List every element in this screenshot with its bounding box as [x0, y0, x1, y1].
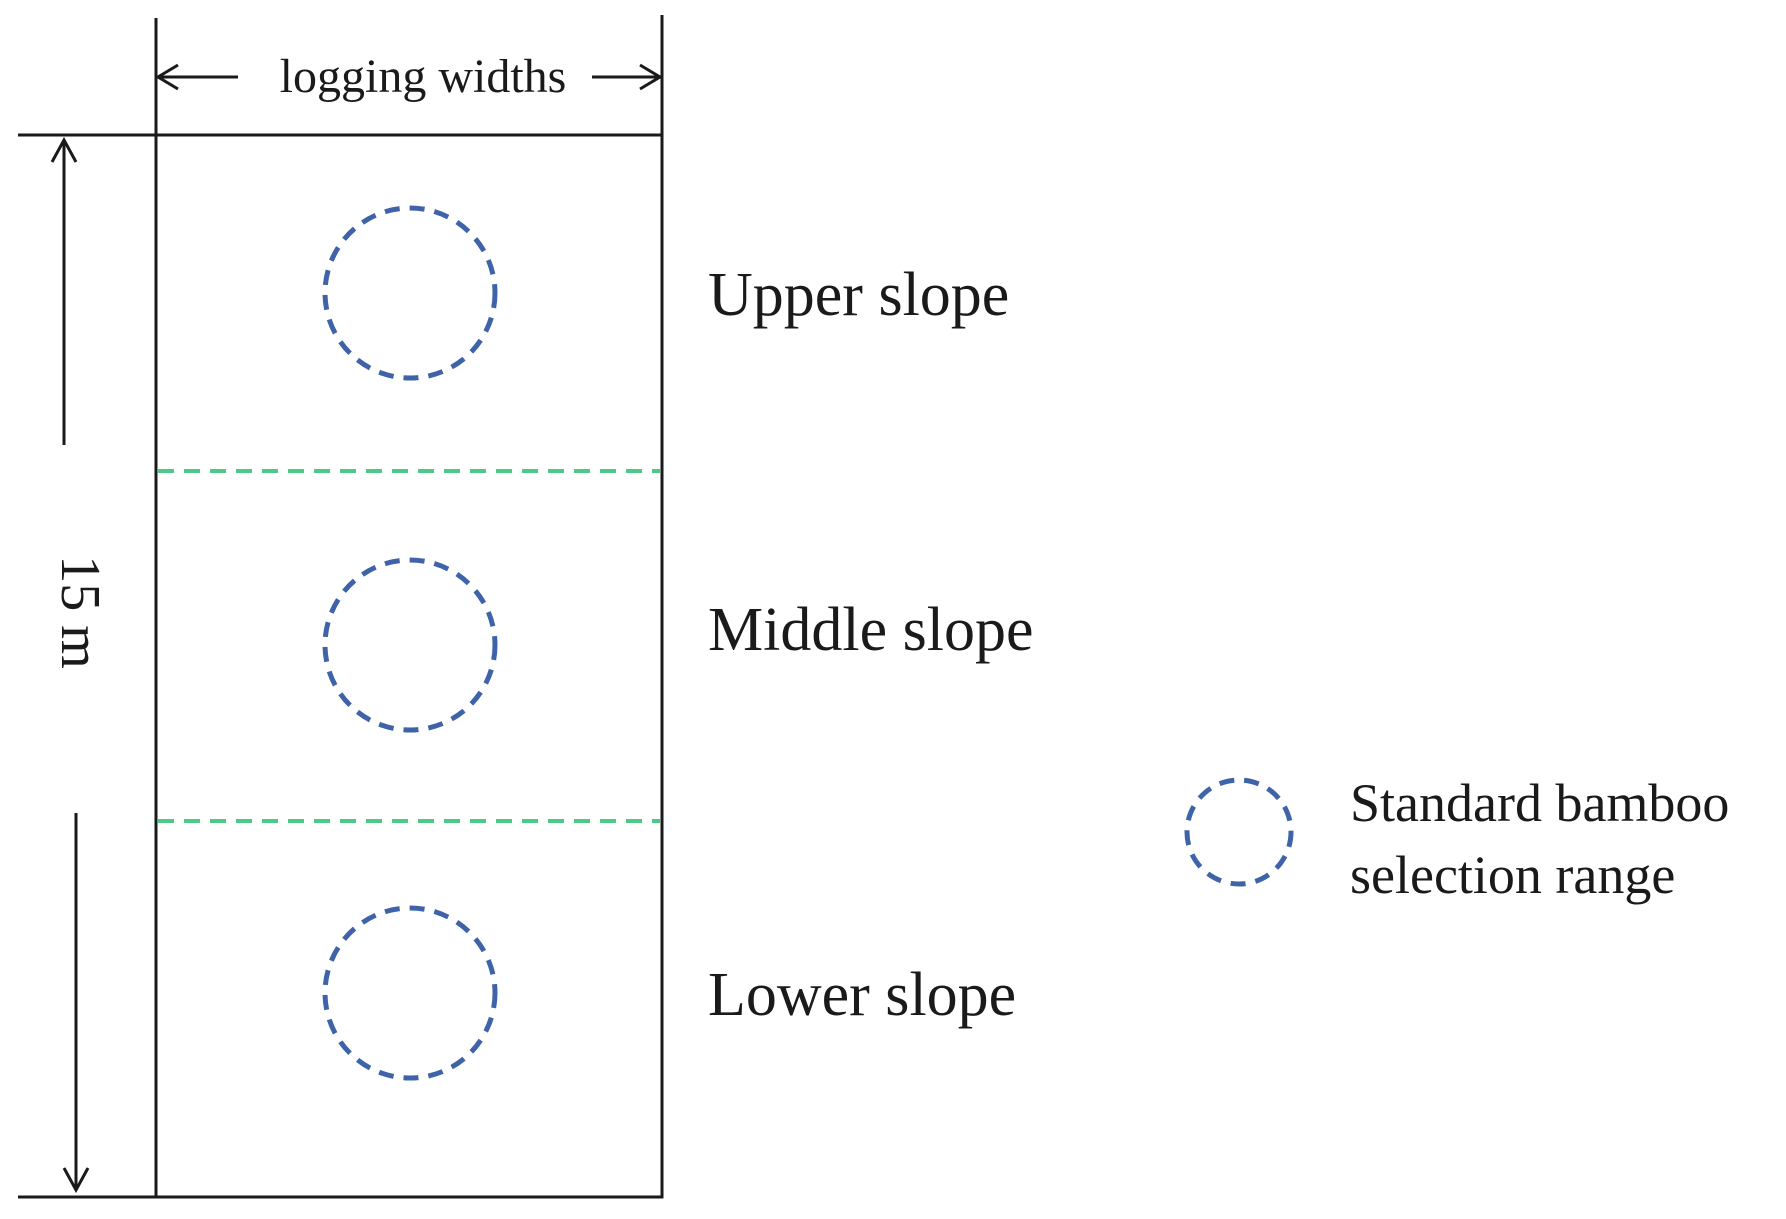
height-dimension-arrow-bottom: [62, 813, 90, 1194]
zone-label-upper: Upper slope: [708, 261, 1009, 329]
height-dimension-arrow-top: [50, 136, 78, 445]
plot-boundary: [154, 133, 664, 1199]
legend-label-line1: Standard bamboo: [1350, 773, 1729, 833]
width-dimension-arrow-left: [155, 63, 238, 91]
height-label: 15 m: [49, 555, 111, 669]
zone-label-lower: Lower slope: [708, 961, 1016, 1029]
width-dimension-arrow-right: [592, 63, 663, 91]
width-label: logging widths: [280, 50, 567, 103]
legend: Standard bamboo selection range: [1184, 773, 1729, 905]
selection-circle-middle: [322, 557, 498, 733]
legend-label-line2: selection range: [1350, 845, 1675, 905]
selection-circle-lower: [322, 905, 498, 1081]
zone-label-middle: Middle slope: [708, 596, 1033, 664]
selection-circle-upper: [322, 205, 498, 381]
legend-circle-icon: [1184, 777, 1294, 887]
